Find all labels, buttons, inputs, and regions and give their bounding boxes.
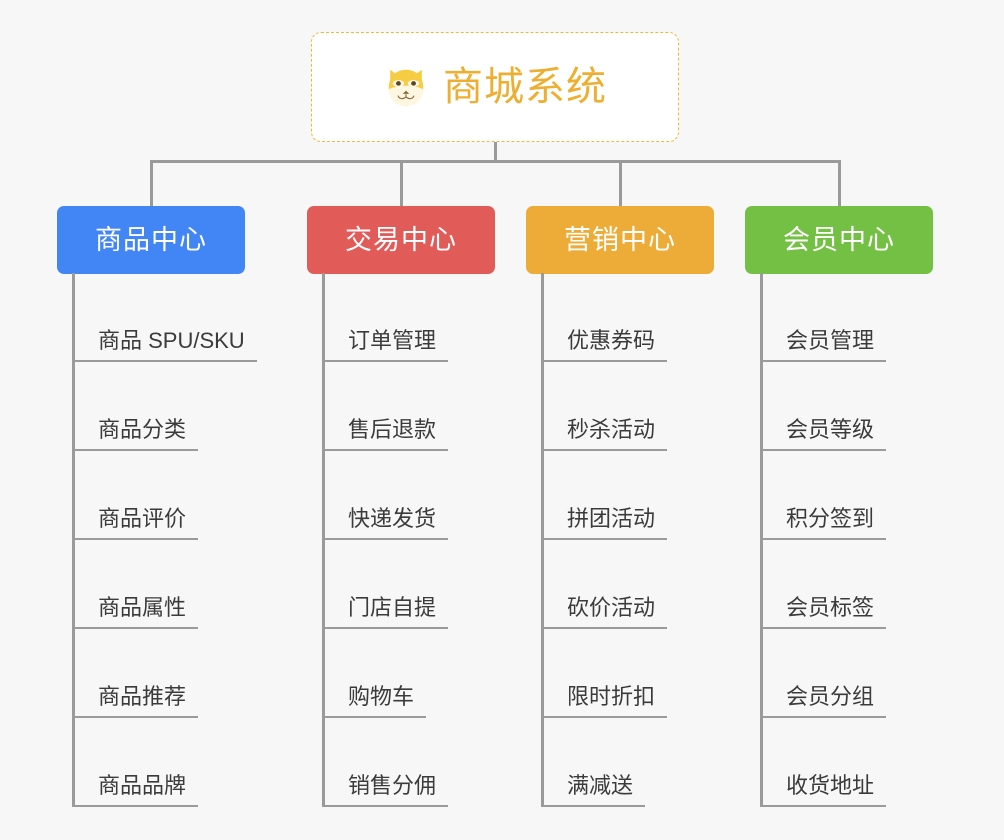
- leaf-label: 会员等级: [786, 416, 875, 442]
- leaf-label: 商品评价: [98, 505, 187, 531]
- leaf-item[interactable]: 商品分类: [72, 362, 199, 451]
- leaf-item[interactable]: 售后退款: [322, 362, 449, 451]
- leaf-item[interactable]: 会员标签: [760, 540, 887, 629]
- leaf-item[interactable]: 积分签到: [760, 451, 887, 540]
- leaf-label: 订单管理: [348, 327, 437, 353]
- leaf-item[interactable]: 销售分佣: [322, 718, 449, 807]
- leaf-trunk-2: [541, 273, 544, 807]
- leaf-label: 商品品牌: [98, 772, 187, 798]
- leaf-label: 快递发货: [348, 505, 437, 531]
- leaf-label: 商品分类: [98, 416, 187, 442]
- branch-node-0[interactable]: 商品中心: [57, 206, 245, 274]
- leaf-label: 会员管理: [786, 327, 875, 353]
- leaf-label: 满减送: [567, 772, 634, 798]
- leaf-item[interactable]: 会员分组: [760, 629, 887, 718]
- branch-label-1: 交易中心: [345, 224, 457, 255]
- leaf-label: 限时折扣: [567, 683, 656, 709]
- leaf-item[interactable]: 订单管理: [322, 273, 449, 362]
- leaf-label: 积分签到: [786, 505, 875, 531]
- leaf-item[interactable]: 秒杀活动: [541, 362, 668, 451]
- branch-label-2: 营销中心: [564, 224, 676, 255]
- leaf-label: 秒杀活动: [567, 416, 656, 442]
- leaf-label: 商品 SPU/SKU: [98, 327, 245, 353]
- leaf-item[interactable]: 商品属性: [72, 540, 199, 629]
- leaf-label: 门店自提: [348, 594, 437, 620]
- leaf-item[interactable]: 收货地址: [760, 718, 887, 807]
- leaf-label: 售后退款: [348, 416, 437, 442]
- root-node[interactable]: 商城系统: [311, 32, 679, 142]
- leaf-label: 砍价活动: [567, 594, 656, 620]
- branch-label-3: 会员中心: [783, 224, 895, 255]
- leaf-label: 优惠券码: [567, 327, 656, 353]
- leaf-item[interactable]: 会员等级: [760, 362, 887, 451]
- leaf-item[interactable]: 门店自提: [322, 540, 449, 629]
- leaf-item[interactable]: 限时折扣: [541, 629, 668, 718]
- connector-drop-2: [400, 160, 403, 207]
- leaf-item[interactable]: 商品推荐: [72, 629, 199, 718]
- connector-drop-1: [150, 160, 153, 207]
- leaf-item[interactable]: 拼团活动: [541, 451, 668, 540]
- leaf-label: 收货地址: [786, 772, 875, 798]
- leaf-label: 会员分组: [786, 683, 875, 709]
- leaf-item[interactable]: 优惠券码: [541, 273, 668, 362]
- leaf-item[interactable]: 满减送: [541, 718, 646, 807]
- leaf-item[interactable]: 会员管理: [760, 273, 887, 362]
- connector-horizontal-spine: [150, 160, 840, 163]
- leaf-label: 商品推荐: [98, 683, 187, 709]
- leaf-trunk-1: [322, 273, 325, 807]
- leaf-label: 购物车: [348, 683, 415, 709]
- leaf-item[interactable]: 砍价活动: [541, 540, 668, 629]
- root-title: 商城系统: [443, 65, 607, 109]
- shiba-dog-face-icon: [388, 69, 424, 106]
- leaf-label: 会员标签: [786, 594, 875, 620]
- leaf-trunk-0: [72, 273, 75, 807]
- leaf-label: 商品属性: [98, 594, 187, 620]
- connector-drop-4: [838, 160, 841, 207]
- leaf-item[interactable]: 商品品牌: [72, 718, 199, 807]
- leaf-item[interactable]: 购物车: [322, 629, 427, 718]
- leaf-label: 拼团活动: [567, 505, 656, 531]
- leaf-label: 销售分佣: [348, 772, 437, 798]
- branch-node-1[interactable]: 交易中心: [307, 206, 495, 274]
- leaf-item[interactable]: 商品评价: [72, 451, 199, 540]
- branch-label-0: 商品中心: [95, 224, 207, 255]
- leaf-item[interactable]: 快递发货: [322, 451, 449, 540]
- leaf-trunk-3: [760, 273, 763, 807]
- leaf-item[interactable]: 商品 SPU/SKU: [72, 273, 257, 362]
- branch-node-3[interactable]: 会员中心: [745, 206, 933, 274]
- connector-root-stem: [494, 142, 497, 162]
- branch-node-2[interactable]: 营销中心: [526, 206, 714, 274]
- connector-drop-3: [619, 160, 622, 207]
